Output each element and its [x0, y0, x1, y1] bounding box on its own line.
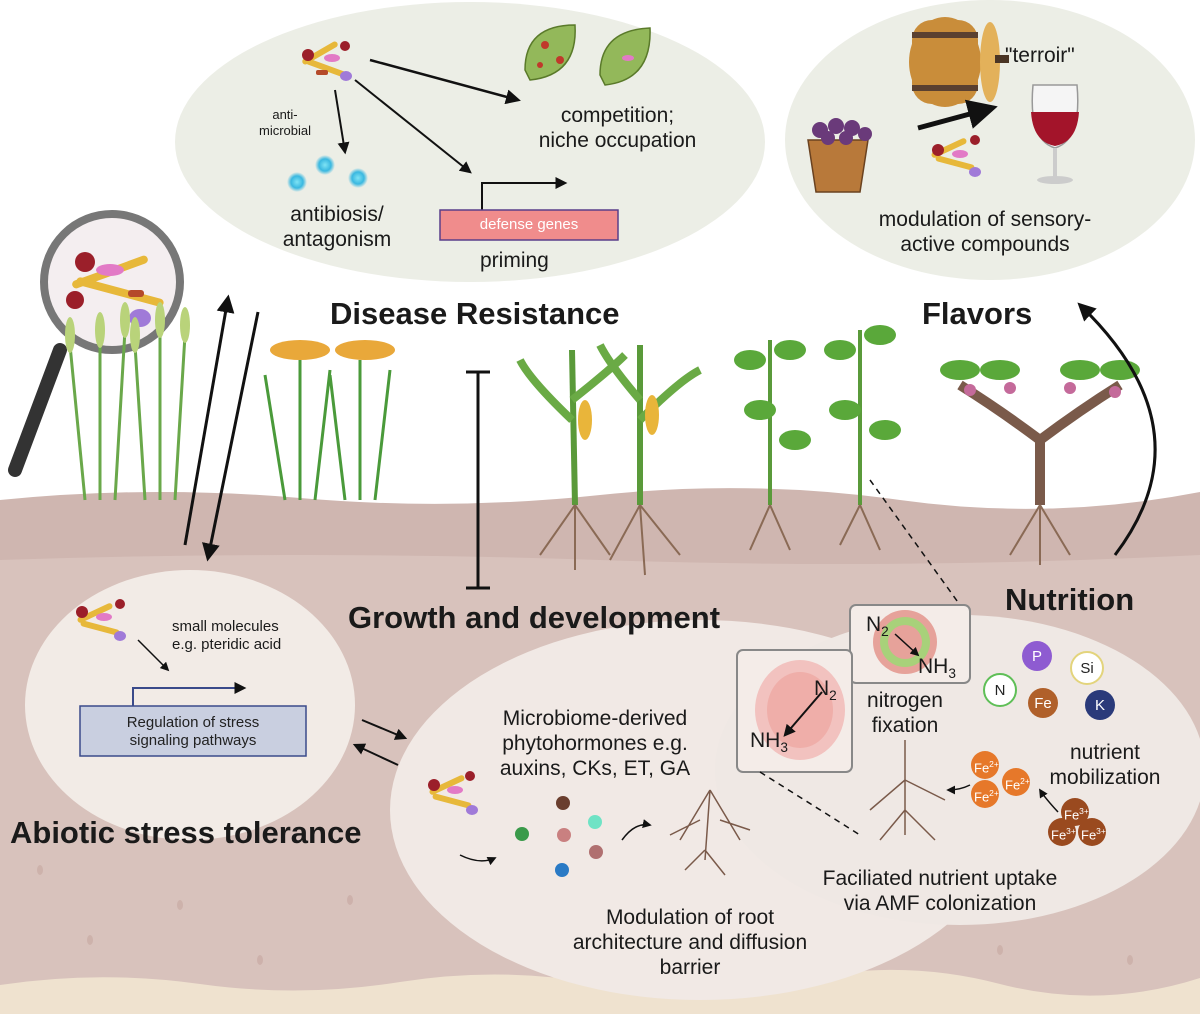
- fe3-label-b: Fe3+: [1051, 826, 1076, 843]
- fe2-ions: [971, 751, 1030, 808]
- wheat-heads: [65, 302, 190, 353]
- fe3-ions: [1048, 798, 1106, 846]
- title-nutrition: Nutrition: [1005, 582, 1135, 617]
- label-nh3-nodule: NH3: [750, 729, 788, 756]
- rice-plants: [263, 360, 392, 501]
- label-competition: competition;niche occupation: [538, 104, 697, 152]
- flavor-bubble: [785, 0, 1195, 280]
- root-architecture-icon: [669, 789, 751, 876]
- fe2-label-b: Fe2+: [1005, 776, 1030, 793]
- magnifier-icon: [8, 210, 184, 477]
- title-flavors: Flavors: [922, 296, 1033, 331]
- roots: [539, 504, 1071, 576]
- element-p-badge: P: [1022, 641, 1052, 671]
- label-antimicrobial: anti-microbial: [258, 107, 311, 138]
- fe3-label-a: Fe3+: [1064, 806, 1089, 823]
- label-n2-nodule: N2: [814, 677, 837, 704]
- label-antibiosis: antibiosis/antagonism: [282, 203, 392, 251]
- rice-grains: [270, 340, 395, 360]
- wheat-plants: [68, 329, 187, 501]
- soybean-plants: [734, 325, 901, 505]
- defense-genes-box: [439, 209, 619, 241]
- wine-glass-icon: [1031, 84, 1079, 184]
- leaf-icon-infected: [524, 24, 576, 81]
- label-terroir: "terroir": [1005, 44, 1075, 67]
- abiotic-bubble: [25, 570, 355, 840]
- leaf-icon-protected: [599, 27, 651, 86]
- soil-bottom-sand: [0, 969, 1200, 1014]
- microbe-cluster-disease: [302, 41, 352, 81]
- element-si-badge: Si: [1070, 651, 1104, 685]
- element-k-badge: K: [1085, 690, 1115, 720]
- fe3-label-c: Fe3+: [1081, 826, 1106, 843]
- label-sensory: modulation of sensory-active compounds: [878, 208, 1092, 256]
- fe2-label-c: Fe2+: [974, 788, 999, 805]
- title-growth: Growth and development: [348, 600, 721, 635]
- element-n-badge: N: [983, 673, 1017, 707]
- root-system-icon: [869, 740, 946, 841]
- stress-signaling-box: [79, 705, 307, 757]
- grape-basket-icon: [807, 118, 872, 193]
- microbe-cluster-growth: [428, 771, 478, 815]
- title-abiotic: Abiotic stress tolerance: [10, 815, 362, 850]
- element-fe-badge: Fe: [1028, 688, 1058, 718]
- microbe-cluster-flavor: [931, 135, 981, 177]
- label-priming: priming: [480, 249, 549, 272]
- label-nh3-box: NH3: [918, 655, 956, 682]
- label-n2-box: N2: [866, 613, 889, 640]
- barrel-icon: [909, 17, 1009, 107]
- maize-plants: [516, 343, 702, 506]
- defense-genes-label: defense genes: [479, 216, 579, 233]
- grapevine: [940, 360, 1140, 505]
- microbe-cluster-abiotic: [76, 599, 126, 641]
- title-disease-resistance: Disease Resistance: [330, 296, 620, 331]
- fe2-label-a: Fe2+: [974, 759, 999, 776]
